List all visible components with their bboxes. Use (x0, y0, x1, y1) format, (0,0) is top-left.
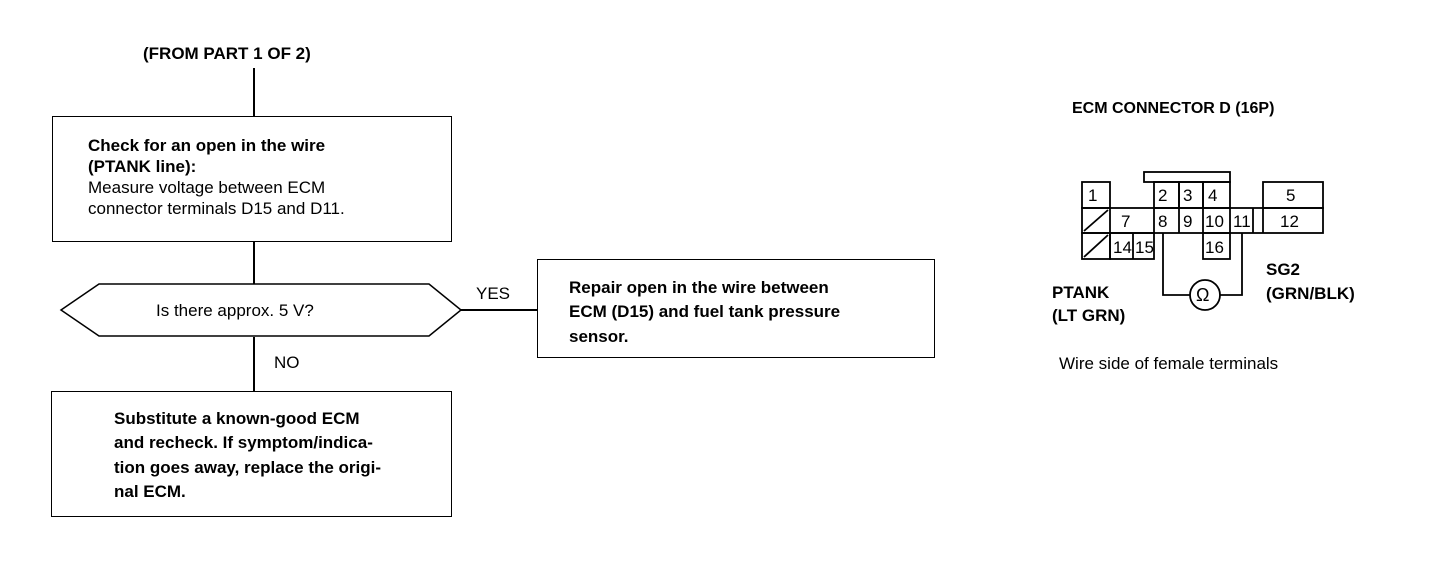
yes-connector (461, 309, 537, 311)
ptank-label: PTANK (1052, 283, 1110, 302)
ohmmeter-icon: Ω (1196, 285, 1210, 305)
check-step-body-2: connector terminals D15 and D11. (88, 199, 345, 218)
terminal-16-label: 16 (1205, 238, 1224, 257)
connector-title: ECM CONNECTOR D (16P) (1072, 100, 1275, 117)
terminal-3-label: 3 (1183, 186, 1193, 205)
check-step-box: Check for an open in the wire (PTANK lin… (52, 116, 452, 242)
terminal-7-label: 7 (1121, 212, 1131, 231)
terminal-12-label: 12 (1280, 212, 1299, 231)
repair-line-1: Repair open in the wire between (569, 278, 829, 297)
repair-line-2: ECM (D15) and fuel tank pressure (569, 302, 841, 321)
from-part-label: (FROM PART 1 OF 2) (143, 44, 311, 63)
no-connector (253, 337, 255, 392)
substitute-line-1: Substitute a known-good ECM (114, 409, 360, 428)
sg2-wire-color: (GRN/BLK) (1266, 284, 1355, 303)
terminal-9-label: 9 (1183, 212, 1193, 231)
terminal-1-label: 1 (1088, 186, 1098, 205)
terminal-15-label: 15 (1135, 238, 1154, 257)
terminal-2-label: 2 (1158, 186, 1168, 205)
yes-label: YES (476, 284, 511, 303)
terminal-8-label: 8 (1158, 212, 1168, 231)
substitute-line-2: and recheck. If symptom/indica- (114, 433, 373, 452)
terminal-11-label: 11 (1233, 212, 1251, 231)
terminal-10-label: 10 (1205, 212, 1224, 231)
decision-question: Is there approx. 5 V? (156, 301, 314, 320)
repair-line-3: sensor. (569, 327, 629, 346)
connector-drawing (1081, 171, 1324, 311)
repair-step-box: Repair open in the wire between ECM (D15… (537, 259, 935, 358)
terminal-5-label: 5 (1286, 186, 1296, 205)
terminal-4-label: 4 (1208, 186, 1218, 205)
substitute-line-4: nal ECM. (114, 482, 186, 501)
check-step-title-1: Check for an open in the wire (88, 136, 326, 155)
substitute-step-box: Substitute a known-good ECM and recheck.… (51, 391, 452, 517)
sg2-label: SG2 (1266, 260, 1301, 279)
substitute-line-3: tion goes away, replace the origi- (114, 458, 382, 477)
flow-connector-2 (253, 242, 255, 284)
connector-caption: Wire side of female terminals (1059, 354, 1279, 373)
no-label: NO (274, 353, 300, 372)
terminal-14-label: 14 (1113, 238, 1132, 257)
check-step-body-1: Measure voltage between ECM (88, 178, 326, 197)
check-step-title-2: (PTANK line): (88, 157, 197, 176)
ptank-wire-color: (LT GRN) (1052, 306, 1126, 325)
flow-connector-1 (253, 68, 255, 117)
